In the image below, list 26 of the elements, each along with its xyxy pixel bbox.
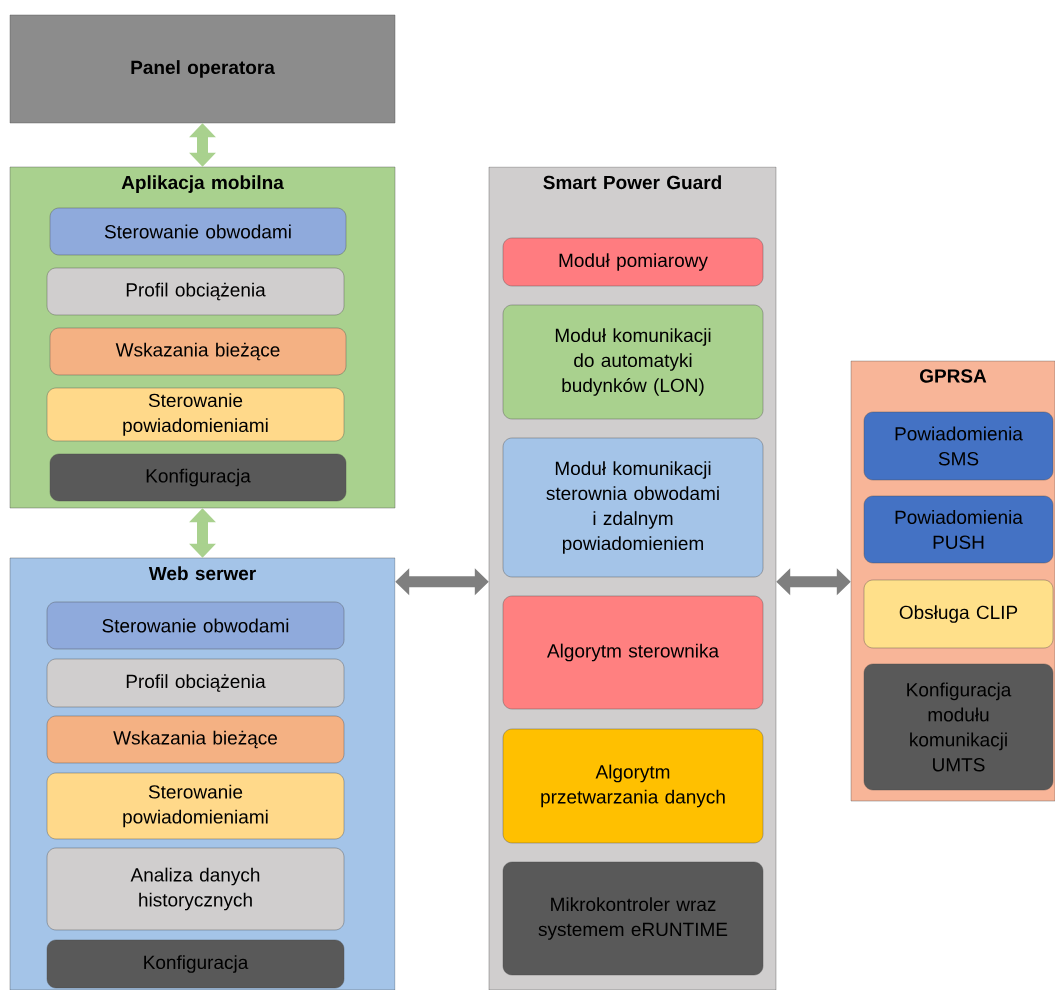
container-title: Web serwer [148, 566, 256, 581]
container-title: Smart Power Guard [543, 175, 721, 190]
module-box: Obsługa CLIP [863, 579, 1054, 649]
container-title: GPRSA [920, 369, 987, 383]
module-box: Sterowanie powiadomieniami [46, 772, 345, 840]
module-box: Profil obciążenia [46, 267, 345, 316]
container-title: Aplikacja mobilna [121, 175, 284, 193]
module-box: Moduł pomiarowy [502, 237, 764, 287]
module-box: Sterowanie obwodami [46, 601, 345, 650]
module-box: Konfiguracja [46, 939, 345, 989]
module-box: Algorytm przetwarzania danych [502, 728, 764, 844]
module-box: Sterowanie powiadomieniami [46, 387, 345, 442]
module-box: Moduł komunikacji sterownia obwodami i zdalnym powiadomieniem [502, 437, 764, 578]
module-box: Analiza danych historycznych [46, 847, 345, 931]
heading-box: Panel operatora [9, 14, 396, 124]
module-box: Wskazania bieżące [49, 327, 347, 376]
module-box: Konfiguracja modułu komunikacji UMTS [863, 663, 1054, 791]
module-box: Wskazania bieżące [46, 715, 345, 764]
module-box: Moduł komunikacji do automatyki budynków (LON) [502, 304, 764, 420]
module-box: Sterowanie obwodami [49, 207, 347, 256]
module-box: Mikrokontroler wraz systemem eRUNTIME [502, 861, 764, 976]
module-box: Powiadomienia SMS [863, 411, 1054, 481]
module-box: Konfiguracja [49, 453, 347, 502]
module-box: Powiadomienia PUSH [863, 495, 1054, 564]
module-box: Algorytm sterownika [502, 595, 764, 710]
module-box: Profil obciążenia [46, 658, 345, 708]
